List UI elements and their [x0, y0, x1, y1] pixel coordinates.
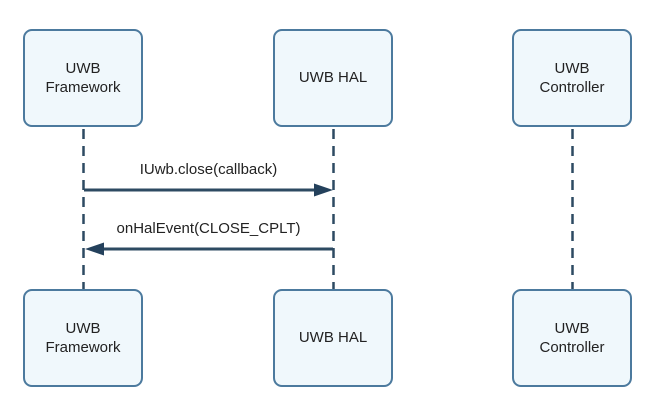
- actor-label-uwb-framework-top: UWB Framework: [45, 59, 121, 97]
- actor-label-uwb-hal-bottom: UWB HAL: [298, 329, 368, 347]
- actor-label-uwb-hal-top: UWB HAL: [298, 69, 368, 87]
- actor-box-uwb-hal-bottom: UWB HAL: [273, 289, 393, 387]
- actor-box-uwb-framework-bottom: UWB Framework: [23, 289, 143, 387]
- message-label-onhalevent: onHalEvent(CLOSE_CPLT): [116, 220, 301, 237]
- message-arrow-close-head: [314, 183, 333, 197]
- actor-box-uwb-controller-top: UWB Controller: [512, 29, 632, 127]
- actor-box-uwb-hal-top: UWB HAL: [273, 29, 393, 127]
- actor-box-uwb-controller-bottom: UWB Controller: [512, 289, 632, 387]
- message-arrow-onhalevent-head: [85, 242, 104, 256]
- actor-label-uwb-controller-top: UWB Controller: [539, 59, 605, 97]
- actor-label-uwb-framework-bottom: UWB Framework: [45, 319, 121, 357]
- actor-box-uwb-framework-top: UWB Framework: [23, 29, 143, 127]
- message-label-close: IUwb.close(callback): [139, 161, 278, 178]
- actor-label-uwb-controller-bottom: UWB Controller: [539, 319, 605, 357]
